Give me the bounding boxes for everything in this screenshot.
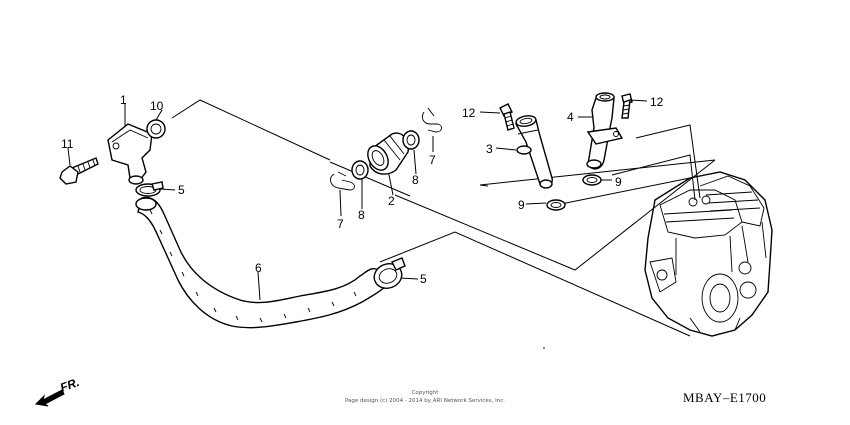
copyright-line-1: Copyright [412, 390, 440, 396]
part-2-water-joint [367, 132, 409, 175]
part-11-bolt [59, 157, 99, 185]
callout-12-left: 12 [462, 106, 476, 120]
callout-8-right: 8 [412, 173, 419, 187]
part-3-water-pipe [515, 115, 553, 189]
speck [543, 347, 545, 349]
part-5-hose-clamp-lower [373, 257, 406, 289]
part-5-hose-clamp-upper [135, 181, 164, 197]
part-10-o-ring [146, 119, 166, 139]
callout-7-left: 7 [337, 217, 344, 231]
callout-5-upper: 5 [178, 183, 185, 197]
part-7-clip-right [421, 107, 443, 133]
part-12-bolt-right [621, 93, 633, 119]
callout-12-right: 12 [650, 95, 664, 109]
copyright-line-2: Page design (c) 2004 - 2014 by ARI Netwo… [345, 398, 505, 404]
part-8-o-ring-right [402, 130, 420, 150]
callout-8-left: 8 [358, 208, 365, 222]
callout-5-lower: 5 [420, 272, 427, 286]
callout-6: 6 [255, 261, 262, 275]
part-8-o-ring-left [351, 160, 369, 180]
engine-illustration [644, 171, 773, 337]
part-9-o-ring-upper [582, 174, 602, 186]
part-12-bolt-left [499, 103, 515, 131]
callout-9-upper: 9 [615, 175, 622, 189]
callout-7-right: 7 [429, 153, 436, 167]
callout-2: 2 [388, 194, 395, 208]
part-9-o-ring-lower [546, 199, 566, 211]
callout-9-lower: 9 [518, 198, 525, 212]
part-7-clip-left [330, 171, 355, 191]
front-direction-arrow: FR. [34, 375, 81, 407]
leader-lines [67, 99, 716, 337]
callout-1: 1 [120, 93, 127, 107]
callout-11: 11 [61, 137, 74, 151]
callout-10: 10 [150, 99, 164, 113]
part-6-water-hose [135, 196, 387, 329]
drawing-code: MBAY–E1700 [683, 390, 766, 405]
direction-label: FR. [58, 375, 81, 395]
part-1-water-outlet-elbow [107, 123, 153, 185]
callout-labels: 1 10 11 5 6 5 7 8 2 8 7 12 3 9 4 12 9 [61, 93, 664, 286]
callout-3: 3 [486, 142, 493, 156]
part-4-water-pipe [586, 92, 624, 170]
arrow-icon [34, 389, 65, 407]
callout-4: 4 [567, 110, 574, 124]
